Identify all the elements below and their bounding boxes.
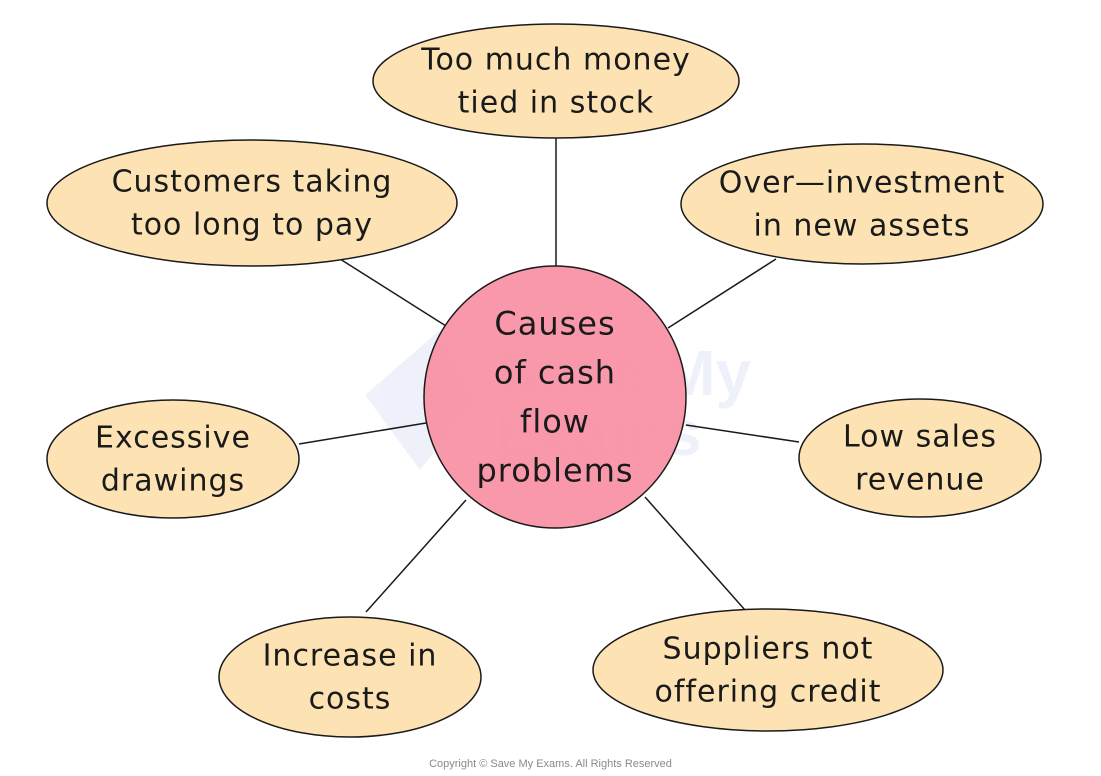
copyright-text: Copyright © Save My Exams. All Rights Re…	[429, 758, 672, 770]
node-label-line: Excessive	[95, 421, 251, 456]
node-label-line: Customers taking	[112, 165, 393, 200]
center-node: Causes of cash flow problems	[423, 265, 687, 529]
connector-line-customers	[339, 258, 447, 327]
center-label-line: of cash	[494, 354, 616, 392]
node-ellipse	[372, 23, 740, 139]
node-suppliers: Suppliers not offering credit	[592, 608, 944, 732]
node-customers: Customers taking too long to pay	[46, 139, 458, 267]
node-ellipse	[680, 143, 1044, 265]
center-circle	[423, 265, 687, 529]
node-ellipse	[798, 398, 1042, 518]
connector-line-suppliers	[644, 496, 746, 611]
connector-line-drawings	[298, 422, 427, 445]
node-over-investment: Over—investment in new assets	[680, 143, 1044, 265]
center-label-line: problems	[476, 452, 633, 490]
node-ellipse	[46, 399, 300, 519]
node-label-line: in new assets	[754, 209, 971, 244]
node-label-line: offering credit	[655, 675, 882, 710]
node-label-line: too long to pay	[131, 208, 373, 243]
connectors	[298, 138, 800, 613]
connector-line-over-investment	[667, 258, 777, 329]
node-sales: Low sales revenue	[798, 398, 1042, 518]
node-ellipse	[592, 608, 944, 732]
node-label-line: revenue	[855, 463, 985, 498]
node-label-line: costs	[309, 682, 392, 717]
node-label-line: Increase in	[263, 639, 438, 674]
connector-line-sales	[685, 424, 800, 443]
node-label-line: drawings	[101, 464, 245, 499]
node-ellipse	[46, 139, 458, 267]
node-label-line: tied in stock	[458, 86, 655, 121]
connector-line-costs	[365, 499, 467, 613]
center-label-line: Causes	[494, 305, 615, 343]
node-label-line: Low sales	[843, 420, 997, 455]
node-stock: Too much money tied in stock	[372, 23, 740, 139]
node-label-line: Suppliers not	[663, 632, 874, 667]
center-label-line: flow	[520, 403, 590, 441]
node-drawings: Excessive drawings	[46, 399, 300, 519]
node-label-line: Too much money	[420, 43, 691, 78]
node-costs: Increase in costs	[218, 616, 482, 738]
node-label-line: Over—investment	[719, 166, 1006, 201]
node-ellipse	[218, 616, 482, 738]
